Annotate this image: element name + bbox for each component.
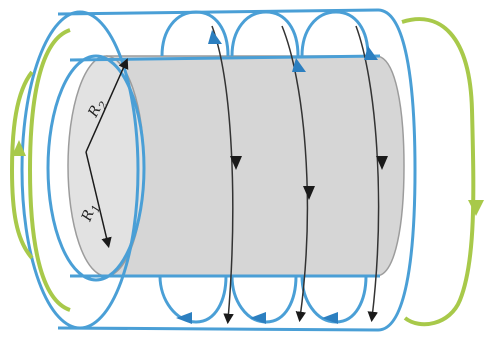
current-loop-2-top — [230, 10, 300, 57]
blue-arrow-top-3 — [364, 46, 378, 60]
blue-arrow-bottom-1 — [176, 312, 192, 324]
outer-field-loop-right — [401, 17, 476, 327]
current-line-1 — [211, 25, 234, 325]
inner-cylinder-back-end — [375, 55, 405, 277]
blue-arrow-top-2 — [292, 58, 306, 72]
current-arrow-2 — [303, 186, 315, 200]
outer-field-arrow-right — [468, 200, 484, 216]
field-loop-front-left — [9, 70, 34, 260]
blue-arrow-bottom-3 — [322, 312, 338, 324]
outer-shell-top-rail — [57, 8, 379, 16]
outer-shell-bottom-rail — [57, 326, 379, 332]
field-loop-front-outer — [27, 28, 71, 312]
outer-shell-back-edge — [377, 8, 417, 332]
label-r1: R 1 — [78, 203, 104, 224]
current-loop-1-top — [160, 10, 230, 57]
label-r1-sub: 1 — [89, 203, 104, 214]
field-arrow-front-left — [12, 140, 26, 156]
blue-arrow-top-1 — [208, 30, 222, 44]
radius-r2-arrow — [85, 58, 129, 153]
current-loop-3-top — [300, 10, 370, 57]
current-loop-1-front — [158, 275, 228, 324]
current-line-2 — [281, 25, 309, 323]
blue-arrow-bottom-2 — [250, 312, 266, 324]
current-line-3 — [355, 25, 380, 323]
current-arrow-1 — [230, 156, 242, 170]
current-arrow-3 — [376, 156, 388, 170]
radius-r1-arrow — [85, 151, 112, 249]
outer-shell-front-ring — [20, 10, 140, 330]
inner-cylinder-body — [106, 56, 376, 276]
inner-shell-front-ring — [46, 54, 146, 282]
